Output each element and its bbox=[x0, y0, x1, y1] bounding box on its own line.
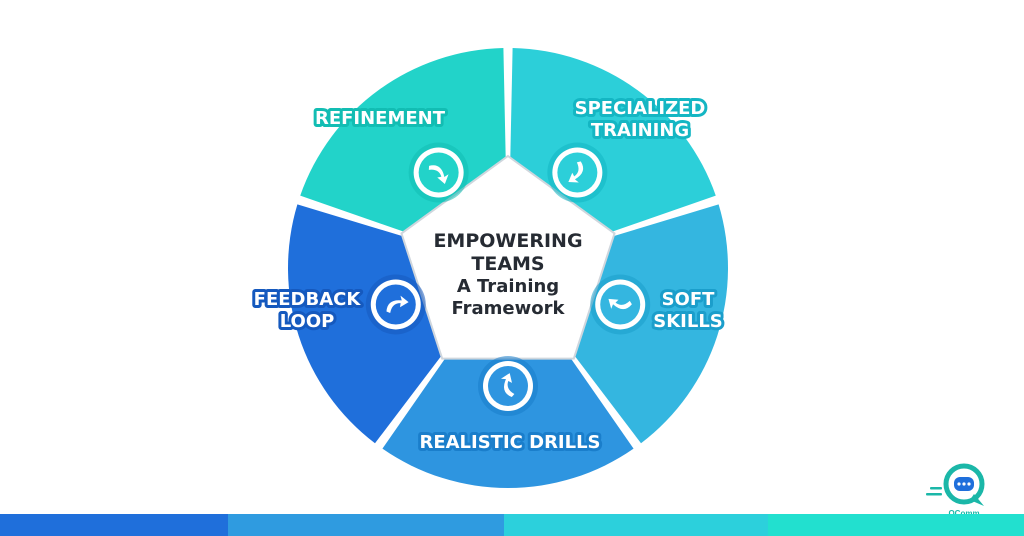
segment-label-feedback-loop-line1: FEEDBACK bbox=[254, 289, 362, 310]
arrow-badges bbox=[365, 142, 651, 416]
center-hub: EMPOWERING TEAMS A Training Framework bbox=[365, 142, 651, 416]
arrow-badge-refinement bbox=[408, 142, 469, 203]
curved-arrow-icon bbox=[386, 295, 409, 313]
curved-arrow-icon bbox=[568, 161, 584, 183]
segment-label-soft-skills-line1: SOFT bbox=[662, 289, 716, 310]
bottom-bar-segment-1 bbox=[0, 514, 228, 536]
center-title-line1: EMPOWERING bbox=[433, 230, 582, 252]
center-title-line2: TEAMS bbox=[471, 253, 544, 275]
segment-label-soft-skills-line2: SKILLS bbox=[653, 311, 723, 332]
curved-arrow-icon bbox=[428, 165, 449, 184]
segment-label-realistic-drills-line1: REALISTIC DRILLS bbox=[419, 432, 600, 453]
center-subtitle-line2: Framework bbox=[452, 298, 566, 319]
segment-feedback-loop bbox=[288, 204, 450, 444]
center-subtitle-line1: A Training bbox=[457, 276, 559, 297]
segment-label-feedback-loop-line2: LOOP bbox=[280, 311, 335, 332]
wheel bbox=[288, 48, 728, 488]
segment-label-specialized-training-line2: TRAINING bbox=[591, 120, 689, 141]
bottom-bar-segment-2 bbox=[228, 514, 504, 536]
bottom-bar-segment-4 bbox=[768, 514, 1024, 536]
segment-realistic-drills bbox=[382, 346, 634, 488]
bottom-bar-segment-3 bbox=[504, 514, 768, 536]
qcomm-logo: QComm bbox=[926, 463, 985, 518]
segment-label-specialized-training-line1: SPECIALIZED bbox=[575, 98, 706, 119]
segment-soft-skills bbox=[566, 204, 728, 444]
arrow-badge-realistic-drills bbox=[478, 356, 538, 416]
logo-text: QComm bbox=[948, 509, 979, 518]
arrow-badge-feedback-loop bbox=[365, 274, 426, 335]
curved-arrow-icon bbox=[500, 373, 515, 398]
arrow-badge-specialized-training bbox=[547, 142, 608, 203]
arrow-badge-soft-skills bbox=[590, 274, 651, 335]
segment-label-refinement-line1: REFINEMENT bbox=[315, 108, 446, 129]
curved-arrow-icon bbox=[608, 298, 632, 310]
